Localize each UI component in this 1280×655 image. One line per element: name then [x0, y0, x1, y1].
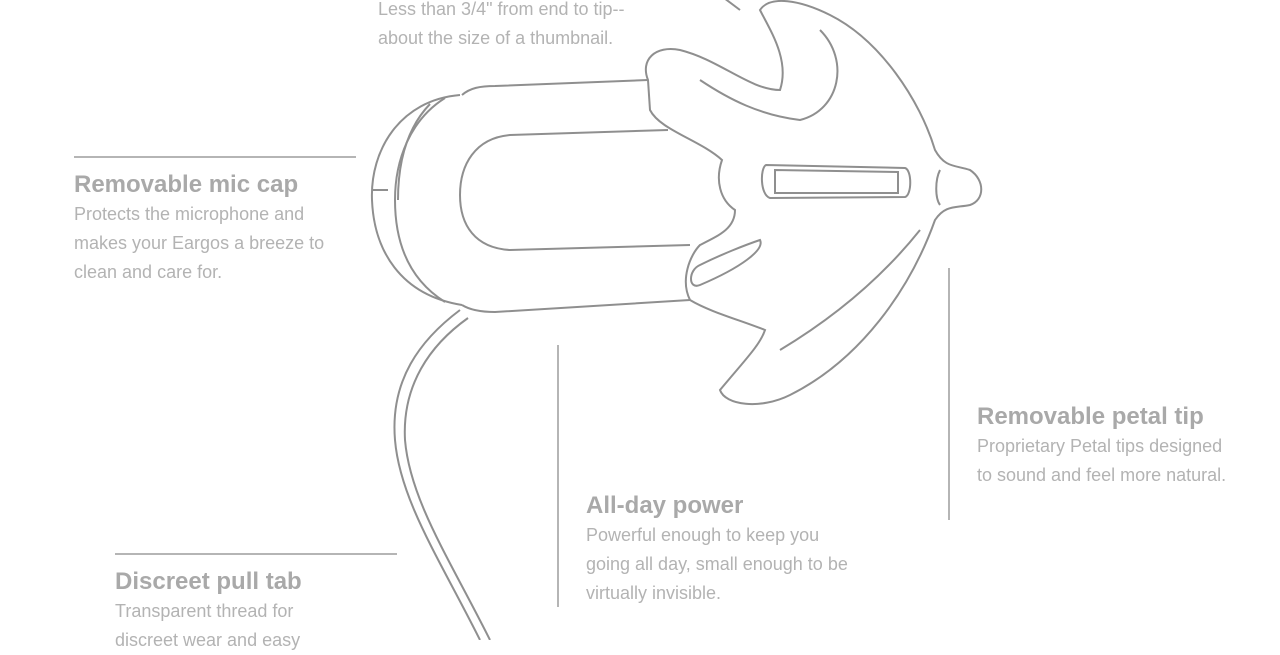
mic-cap-divider: [74, 156, 356, 158]
power-description: Powerful enough to keep you going all da…: [586, 525, 848, 603]
power-divider: [557, 345, 559, 607]
pull-tab-divider: [115, 553, 397, 555]
petal-tip-divider: [948, 268, 950, 520]
feature-petal-tip: Removable petal tip Proprietary Petal ti…: [977, 402, 1237, 490]
feature-mic-cap: Removable mic cap Protects the microphon…: [74, 170, 354, 287]
mic-cap-title: Removable mic cap: [74, 171, 299, 198]
mic-cap-description: Protects the microphone and makes your E…: [74, 204, 325, 282]
size-description: Less than 3/4" from end to tip--about th…: [378, 0, 625, 48]
feature-pull-tab: Discreet pull tab Transparent thread for…: [115, 567, 345, 655]
power-title: All-day power: [586, 492, 744, 519]
feature-size: Less than 3/4" from end to tip--about th…: [378, 0, 638, 53]
pull-tab-title: Discreet pull tab: [115, 568, 302, 595]
pull-tab-description: Transparent thread for discreet wear and…: [115, 601, 301, 650]
petal-tip-title: Removable petal tip: [977, 403, 1204, 430]
hearing-aid-illustration: [370, 0, 983, 640]
petal-tip-description: Proprietary Petal tips designed to sound…: [977, 436, 1227, 485]
feature-power: All-day power Powerful enough to keep yo…: [586, 491, 866, 608]
